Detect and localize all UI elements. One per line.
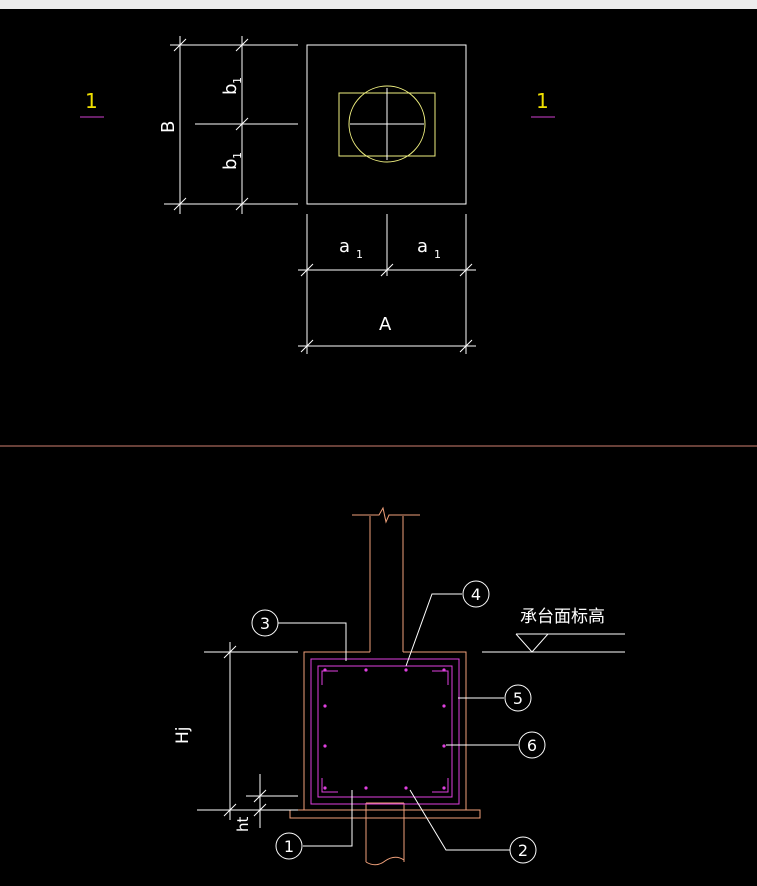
callout-6-number: 6	[527, 736, 537, 755]
dim-label-a1-left: a 1	[339, 236, 363, 261]
callout-4-circle	[462, 580, 490, 608]
pile-circle	[348, 85, 426, 163]
pile-section	[365, 802, 405, 866]
callout-2-circle	[509, 836, 537, 864]
dim-b1-top-letter: b	[220, 84, 241, 95]
callout-2-number: 2	[518, 841, 528, 860]
dim-label-b1-bottom: b 1	[220, 152, 244, 170]
cap-section-outline	[289, 651, 481, 819]
dim-b1-top-sub: 1	[231, 77, 244, 84]
callout-3-circle	[251, 609, 279, 637]
dim-label-b: B	[158, 121, 179, 133]
elevation-marker	[482, 633, 625, 653]
callout-4-number: 4	[471, 585, 481, 604]
elevation-label: 承台面标高	[520, 607, 605, 627]
dim-label-ht: ht	[234, 816, 252, 832]
title-bar	[0, 0, 757, 9]
callout-1-number: 1	[284, 837, 294, 856]
dim-label-hj: Hj	[173, 726, 193, 744]
section-mark-left: 1	[85, 89, 98, 113]
callout-circles	[251, 580, 546, 864]
dim-label-a: A	[379, 314, 392, 335]
cap-outline	[306, 44, 467, 205]
callout-3-number: 3	[260, 614, 270, 633]
callout-6-circle	[518, 731, 546, 759]
dim-b1-bottom-sub: 1	[231, 152, 244, 159]
rebar-cage	[310, 658, 460, 805]
dim-label-b1-top: b 1	[220, 77, 244, 95]
plan-view	[80, 36, 555, 354]
dimension-a	[298, 214, 476, 354]
dim-a1-right-sub: 1	[434, 248, 441, 261]
dim-a1-left-letter: a	[339, 236, 350, 257]
section-view	[197, 506, 625, 866]
dimension-b	[164, 36, 298, 214]
callout-1-circle	[275, 832, 303, 860]
callout-numbers: 3 4 5 6 1 2	[260, 585, 537, 860]
callout-5-circle	[504, 684, 532, 712]
section-mark-right: 1	[536, 89, 549, 113]
rebar-dots	[323, 668, 446, 790]
callout-5-number: 5	[513, 689, 523, 708]
callout-leaders	[278, 593, 518, 851]
dimension-hj	[197, 642, 298, 828]
dim-a1-left-sub: 1	[356, 248, 363, 261]
dim-a1-right-letter: a	[417, 236, 428, 257]
cad-drawing-canvas[interactable]: 1 1 B b 1 b 1 a 1 a 1 A 承台面标高 Hj ht 3 4 …	[0, 9, 757, 886]
column-section	[352, 506, 420, 652]
dim-b1-bottom-letter: b	[220, 159, 241, 170]
dim-label-a1-right: a 1	[417, 236, 441, 261]
